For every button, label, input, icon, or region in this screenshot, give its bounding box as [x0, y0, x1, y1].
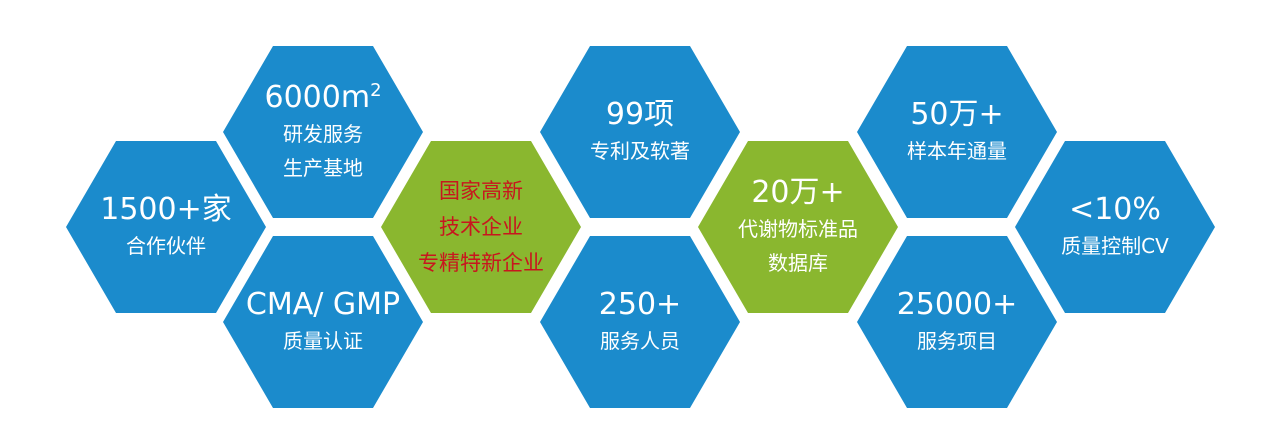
- hex-value: 6000m2: [264, 80, 382, 115]
- hex-label: 样本年通量: [907, 139, 1007, 163]
- hex-cma-gmp-certification: CMA/ GMP 质量认证: [223, 236, 423, 408]
- hex-label: 数据库: [768, 251, 828, 275]
- hex-value: 99项: [605, 97, 675, 132]
- hex-value: 250+: [598, 287, 682, 322]
- hex-service-staff: 250+ 服务人员: [540, 236, 740, 408]
- hex-sample-throughput: 50万+ 样本年通量: [857, 46, 1057, 218]
- hex-label: 专利及软著: [590, 139, 690, 163]
- hex-value: 50万+: [910, 97, 1004, 132]
- hex-metabolite-database: 20万+ 代谢物标准品 数据库: [698, 141, 898, 313]
- hex-label: 研发服务: [283, 122, 363, 146]
- hex-label: 质量认证: [283, 329, 363, 353]
- hex-service-projects: 25000+ 服务项目: [857, 236, 1057, 408]
- hex-label: 质量控制CV: [1061, 234, 1169, 258]
- hex-label: 生产基地: [283, 156, 363, 180]
- hex-label: 技术企业: [439, 215, 523, 239]
- hex-value: 1500+家: [100, 192, 232, 227]
- hex-cooperation-partners: 1500+家 合作伙伴: [66, 141, 266, 313]
- hex-label: 国家高新: [439, 179, 523, 203]
- hex-patents: 99项 专利及软著: [540, 46, 740, 218]
- hex-label: 服务项目: [917, 329, 997, 353]
- hex-label: 代谢物标准品: [738, 217, 858, 241]
- hex-value: 25000+: [896, 287, 1018, 322]
- hex-value: CMA/ GMP: [245, 287, 401, 322]
- hex-high-tech-enterprise: 国家高新 技术企业 专精特新企业: [381, 141, 581, 313]
- superscript: 2: [370, 80, 382, 101]
- hex-rd-production-area: 6000m2 研发服务 生产基地: [223, 46, 423, 218]
- hex-label: 专精特新企业: [418, 251, 544, 275]
- hex-quality-control-cv: <10% 质量控制CV: [1015, 141, 1215, 313]
- hex-label: 合作伙伴: [126, 234, 206, 258]
- hex-value: <10%: [1069, 192, 1161, 227]
- hex-label: 服务人员: [600, 329, 680, 353]
- hex-value: 20万+: [751, 175, 845, 210]
